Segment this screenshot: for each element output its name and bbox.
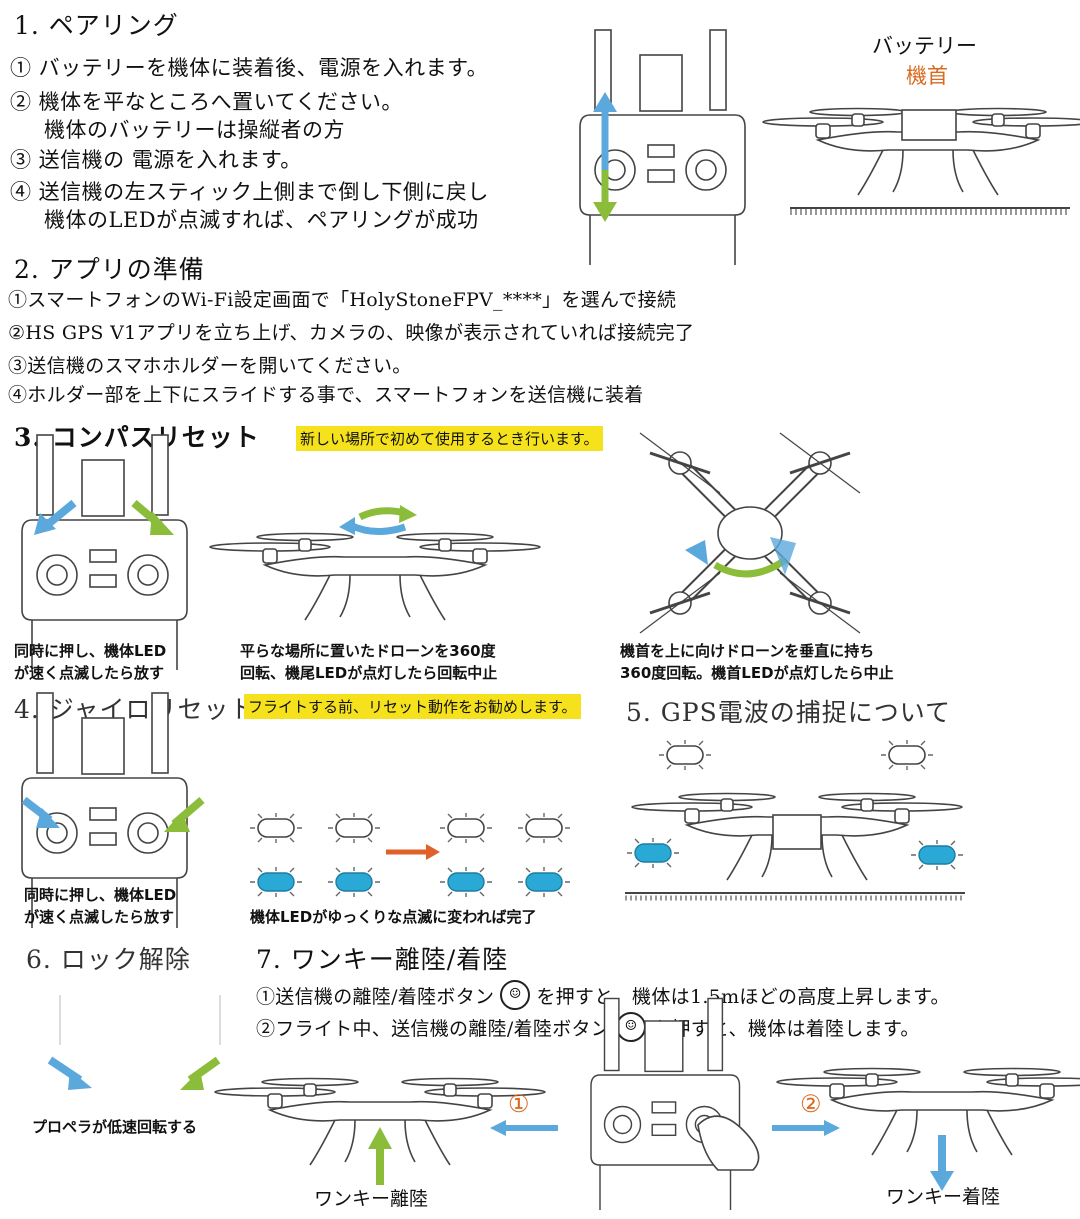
drone-horizontal-rotation-illustration [209, 505, 541, 621]
controller-takeoff-illustration [590, 997, 760, 1211]
controller-compass-illustration [21, 434, 188, 671]
section7-step-2-post: を押すと、機体は着陸します。 [652, 1017, 920, 1040]
section2-step: ④ホルダー部を上下にスライドする事で、スマートフォンを送信機に装着 [8, 384, 644, 406]
marker-1: ① [508, 1090, 530, 1118]
compass-caption-2b: 回転、機尾LEDが点灯したら回転中止 [240, 664, 498, 682]
section7-step-1-post: を押すと、機体は1.5mほどの高度上昇します。 [536, 985, 950, 1008]
section3-title: 3. コンパスリセット [14, 423, 260, 452]
takeoff-label: ワンキー離陸 [314, 1188, 429, 1210]
controller-pairing-illustration [579, 29, 746, 266]
section7-title: 7. ワンキー離陸/着陸 [256, 945, 509, 974]
section1-step: ① バッテリーを機体に装着後、電源を入れます。 [10, 56, 489, 80]
compass-caption-3a: 機首を上に向けドローンを垂直に持ち [620, 642, 875, 660]
section7-step-1: ①送信機の離陸/着陸ボタン ☺ を押すと、機体は1.5mほどの高度上昇します。 [256, 980, 950, 1010]
compass-caption-1b: が速く点滅したら放す [14, 664, 165, 682]
compass-caption-1a: 同時に押し、機体LED [14, 642, 167, 660]
takeoff-drone-illustration [214, 1077, 546, 1185]
compass-caption-2a: 平らな場所に置いたドローンを360度 [240, 642, 496, 660]
section7-step-2: ②フライト中、送信機の離陸/着陸ボタン ☺ を押すと、機体は着陸します。 [256, 1012, 920, 1042]
unlock-sticks-illustration [47, 995, 221, 1090]
landing-label: ワンキー着陸 [886, 1186, 1001, 1208]
section1-step: ③ 送信機の 電源を入れます。 [10, 148, 302, 172]
section2-step: ①スマートフォンのWi-Fi設定画面で「HolyStoneFPV_****」を選… [8, 289, 677, 311]
gyro-caption-1a: 同時に押し、機体LED [24, 886, 177, 904]
compass-caption-3b: 360度回転。機首LEDが点灯したら中止 [620, 664, 894, 682]
section4-note: フライトする前、リセット動作をお勧めします。 [244, 694, 581, 719]
led-sequence-illustration [249, 812, 571, 898]
section1-step: ④ 送信機の左スティック上側まで倒し下側に戻し [10, 180, 489, 204]
controller-gyro-illustration [21, 692, 205, 929]
gyro-caption-1b: が速く点滅したら放す [24, 908, 175, 926]
arrow-left-1 [490, 1120, 558, 1136]
drone-front-illustration [762, 107, 1080, 215]
section2-title: 2. アプリの準備 [14, 255, 205, 284]
battery-label: バッテリー [872, 34, 977, 58]
section5-title: 5. GPS電波の捕捉について [626, 698, 951, 727]
section1-step: 機体のLEDが点滅すれば、ペアリングが成功 [44, 208, 479, 232]
unlock-caption: プロペラが低速回転する [32, 1118, 198, 1136]
marker-2: ② [800, 1090, 822, 1118]
gyro-caption-2: 機体LEDがゆっくりな点滅に変われば完了 [250, 908, 537, 926]
section7-step-1-pre: ①送信機の離陸/着陸ボタン [256, 985, 495, 1008]
nose-label: 機首 [906, 64, 948, 88]
section6-title: 6. ロック解除 [26, 945, 191, 974]
section1-title: 1. ペアリング [14, 11, 179, 40]
landing-drone-illustration [776, 1067, 1080, 1191]
drone-vertical-rotation-illustration [639, 432, 861, 634]
section2-step: ③送信機のスマホホルダーを開いてください。 [8, 355, 412, 377]
section2-step: ②HS GPS V1アプリを立ち上げ、カメラの、映像が表示されていれば接続完了 [8, 322, 695, 344]
gps-drone-illustration [625, 739, 965, 901]
section1-step: ② 機体を平なところへ置いてください。 [10, 90, 403, 114]
landing-button-icon: ☺ [616, 1012, 647, 1042]
section7-step-2-pre: ②フライト中、送信機の離陸/着陸ボタン [256, 1017, 611, 1040]
section1-step: 機体のバッテリーは操縦者の方 [44, 118, 345, 142]
takeoff-button-icon: ☺ [500, 980, 531, 1010]
arrow-right-2 [772, 1120, 840, 1136]
section4-title: 4. ジャイロリセット [14, 695, 256, 724]
section3-note: 新しい場所で初めて使用するとき行います。 [296, 426, 603, 451]
